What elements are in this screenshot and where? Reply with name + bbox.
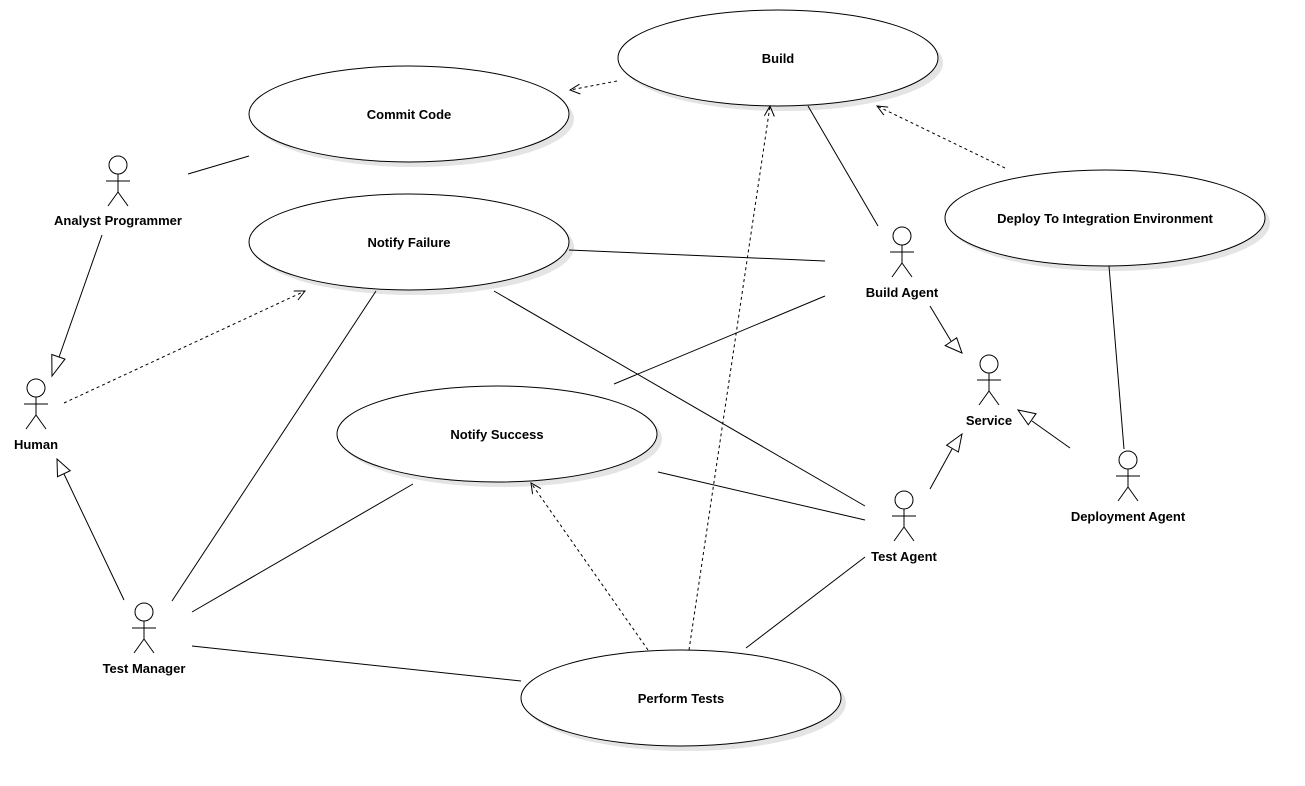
- gen-buildagent-service[interactable]: [929, 305, 963, 354]
- assoc-notifyfailure-testmanager[interactable]: [171, 290, 377, 602]
- assoc-testmanager-performtests[interactable]: [191, 645, 522, 682]
- actor-test-manager[interactable]: Test Manager: [103, 602, 186, 676]
- assoc-performtests-testagent[interactable]: [745, 556, 866, 649]
- assoc-build-buildagent[interactable]: [807, 105, 879, 227]
- actor-deployment-agent-figure: [1116, 450, 1140, 502]
- dep-performtests-build[interactable]: [688, 104, 775, 651]
- associations: [171, 105, 1125, 682]
- assoc-notifyfailure-testagent[interactable]: [493, 290, 866, 507]
- actor-service-label: Service: [966, 413, 1012, 428]
- usecase-deploy-label: Deploy To Integration Environment: [997, 211, 1213, 226]
- actor-human-figure: [24, 378, 48, 430]
- gen-testmanager-human[interactable]: [56, 457, 125, 601]
- usecase-perform-tests-label: Perform Tests: [638, 691, 724, 706]
- actor-test-manager-label: Test Manager: [103, 661, 186, 676]
- generalizations: [51, 234, 1071, 601]
- actor-deployment-agent[interactable]: Deployment Agent: [1071, 450, 1186, 524]
- actor-service[interactable]: Service: [966, 354, 1012, 428]
- dep-deploy-build[interactable]: [875, 105, 1006, 169]
- actor-build-agent[interactable]: Build Agent: [866, 226, 939, 300]
- gen-deploymentagent-service[interactable]: [1016, 409, 1071, 449]
- actor-service-figure: [977, 354, 1001, 406]
- usecase-notify-failure[interactable]: Notify Failure: [248, 193, 574, 295]
- actor-test-manager-figure: [132, 602, 156, 654]
- usecase-notify-success-label: Notify Success: [450, 427, 543, 442]
- assoc-analyst-commit[interactable]: [187, 155, 250, 175]
- assoc-notifysuccess-buildagent[interactable]: [613, 295, 826, 385]
- dep-performtests-notifysuccess[interactable]: [530, 482, 649, 651]
- usecase-perform-tests[interactable]: Perform Tests: [520, 649, 846, 751]
- actor-build-agent-figure: [890, 226, 914, 278]
- usecase-commit-code[interactable]: Commit Code: [248, 65, 574, 167]
- usecase-build-label: Build: [762, 51, 795, 66]
- actor-analyst-programmer[interactable]: Analyst Programmer: [54, 155, 182, 228]
- dep-human-notifyfailure[interactable]: [63, 290, 307, 404]
- actor-test-agent[interactable]: Test Agent: [871, 490, 938, 564]
- actor-test-agent-label: Test Agent: [871, 549, 937, 564]
- usecase-notify-failure-label: Notify Failure: [367, 235, 450, 250]
- actor-analyst-programmer-label: Analyst Programmer: [54, 213, 182, 228]
- assoc-notifysuccess-testagent[interactable]: [657, 471, 866, 521]
- usecase-commit-code-label: Commit Code: [367, 107, 452, 122]
- assoc-deploy-deploymentagent[interactable]: [1108, 265, 1125, 450]
- usecase-deploy-to-integration-environment[interactable]: Deploy To Integration Environment: [944, 169, 1270, 271]
- assoc-notifyfailure-buildagent[interactable]: [568, 249, 826, 262]
- actor-deployment-agent-label: Deployment Agent: [1071, 509, 1186, 524]
- actor-analyst-programmer-figure: [106, 155, 130, 207]
- usecase-build[interactable]: Build: [617, 9, 943, 111]
- actor-human-label: Human: [14, 437, 58, 452]
- dependencies: [63, 80, 1006, 651]
- actor-human[interactable]: Human: [14, 378, 58, 452]
- actor-build-agent-label: Build Agent: [866, 285, 939, 300]
- gen-analyst-human[interactable]: [51, 234, 103, 378]
- gen-testagent-service[interactable]: [929, 432, 963, 490]
- dep-build-commitcode[interactable]: [568, 80, 618, 95]
- usecase-notify-success[interactable]: Notify Success: [336, 385, 662, 487]
- actor-test-agent-figure: [892, 490, 916, 542]
- assoc-notifysuccess-testmanager[interactable]: [191, 483, 414, 613]
